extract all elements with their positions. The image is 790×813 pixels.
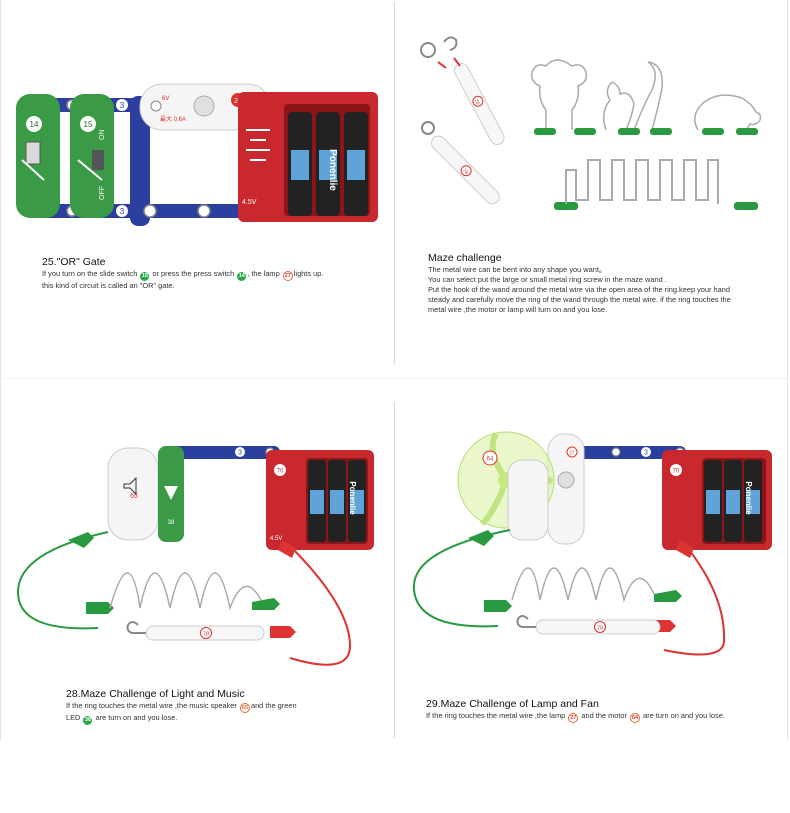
maze-shapes-illustration: 78 78 — [396, 0, 788, 250]
lamp-number: 27 — [569, 451, 575, 457]
column-divider-bottom — [394, 402, 395, 738]
maze-desc-line3: Put the hook of the wand around the meta… — [428, 285, 730, 294]
page-border-left — [0, 0, 1, 740]
battery-number: 70 — [673, 469, 680, 475]
battery-brand: Ponenlie — [348, 481, 357, 515]
maze-desc-line5: metal wire ,the motor or lamp will turn … — [428, 305, 608, 314]
light-music-illustration: 3 65 38 Ponenlie 70 4.5V 78 — [0, 420, 394, 680]
lamp-fan-title: 29.Maze Challenge of Lamp and Fan — [426, 698, 599, 710]
press-switch-badge: 14 — [237, 272, 247, 281]
lamp-badge: 27 — [282, 271, 293, 281]
or-gate-title: 25."OR" Gate — [42, 256, 106, 268]
battery-voltage: 4.5V — [242, 199, 257, 206]
motor-badge: 64 — [630, 713, 641, 723]
speaker-badge: 65 — [239, 703, 250, 713]
wand-number: 78 — [473, 98, 481, 106]
battery-brand: Ponenlie — [744, 481, 753, 515]
maze-challenge-caption: Maze challenge The metal wire can be ben… — [428, 252, 778, 315]
lamp-fan-illustration: 3 27 64 Ponenlie 70 78 — [396, 420, 788, 680]
led-badge: 38 — [83, 716, 93, 725]
wire3-label: 3 — [120, 207, 125, 216]
lamp-fan-desc-line1: If the ring touches the metal wire ,the … — [426, 711, 725, 723]
motor-number: 64 — [487, 457, 494, 463]
row-divider — [0, 378, 790, 379]
or-gate-desc-line1: If you turn on the slide switch 15 or pr… — [42, 269, 324, 281]
wand-number: 78 — [597, 626, 603, 632]
light-music-desc-line2: LED 38 are turn on and you lose. — [66, 713, 178, 725]
lamp-voltage: 6V — [162, 96, 169, 102]
switch-on-label: ON — [99, 130, 106, 141]
wand-number: 78 — [461, 168, 469, 176]
battery-number: 70 — [277, 469, 284, 475]
battery-voltage: 4.5V — [270, 536, 282, 542]
wand-number: 78 — [203, 632, 209, 638]
sw14-number: 14 — [30, 120, 39, 129]
speaker-number: 65 — [130, 493, 138, 500]
light-music-caption: 28.Maze Challenge of Light and Music If … — [66, 688, 386, 725]
battery-brand: Ponenlie — [327, 149, 338, 191]
lamp-fan-caption: 29.Maze Challenge of Lamp and Fan If the… — [426, 698, 776, 723]
maze-desc-line2: You can select put the large or small me… — [428, 275, 667, 284]
maze-challenge-title: Maze challenge — [428, 252, 502, 264]
wire3-label: 3 — [238, 450, 242, 457]
or-gate-caption: 25."OR" Gate If you turn on the slide sw… — [42, 256, 382, 291]
led-number: 38 — [168, 520, 175, 526]
or-gate-desc-line2: this kind of circuit is called an "OR" g… — [42, 281, 175, 290]
or-gate-illustration: 14 15 OFF ON 3 3 6V 最大 0.6A 27 Ponenlie … — [0, 0, 394, 250]
lamp-current: 最大 0.6A — [160, 115, 186, 123]
wire3-label: 3 — [644, 450, 648, 457]
column-divider-top — [394, 2, 395, 364]
slide-switch-badge: 15 — [140, 272, 150, 281]
sw15-number: 15 — [84, 120, 93, 129]
light-music-desc-line1: If the ring touches the metal wire ,the … — [66, 701, 297, 713]
switch-off-label: OFF — [99, 186, 106, 200]
lamp-badge: 27 — [568, 713, 579, 723]
maze-desc-line4: steady and carefully move the ring of th… — [428, 295, 731, 304]
maze-desc-line1: The metal wire can be bent into any shap… — [428, 265, 607, 274]
page-border-right — [787, 0, 788, 740]
wire3-label: 3 — [120, 101, 125, 110]
light-music-title: 28.Maze Challenge of Light and Music — [66, 688, 245, 700]
